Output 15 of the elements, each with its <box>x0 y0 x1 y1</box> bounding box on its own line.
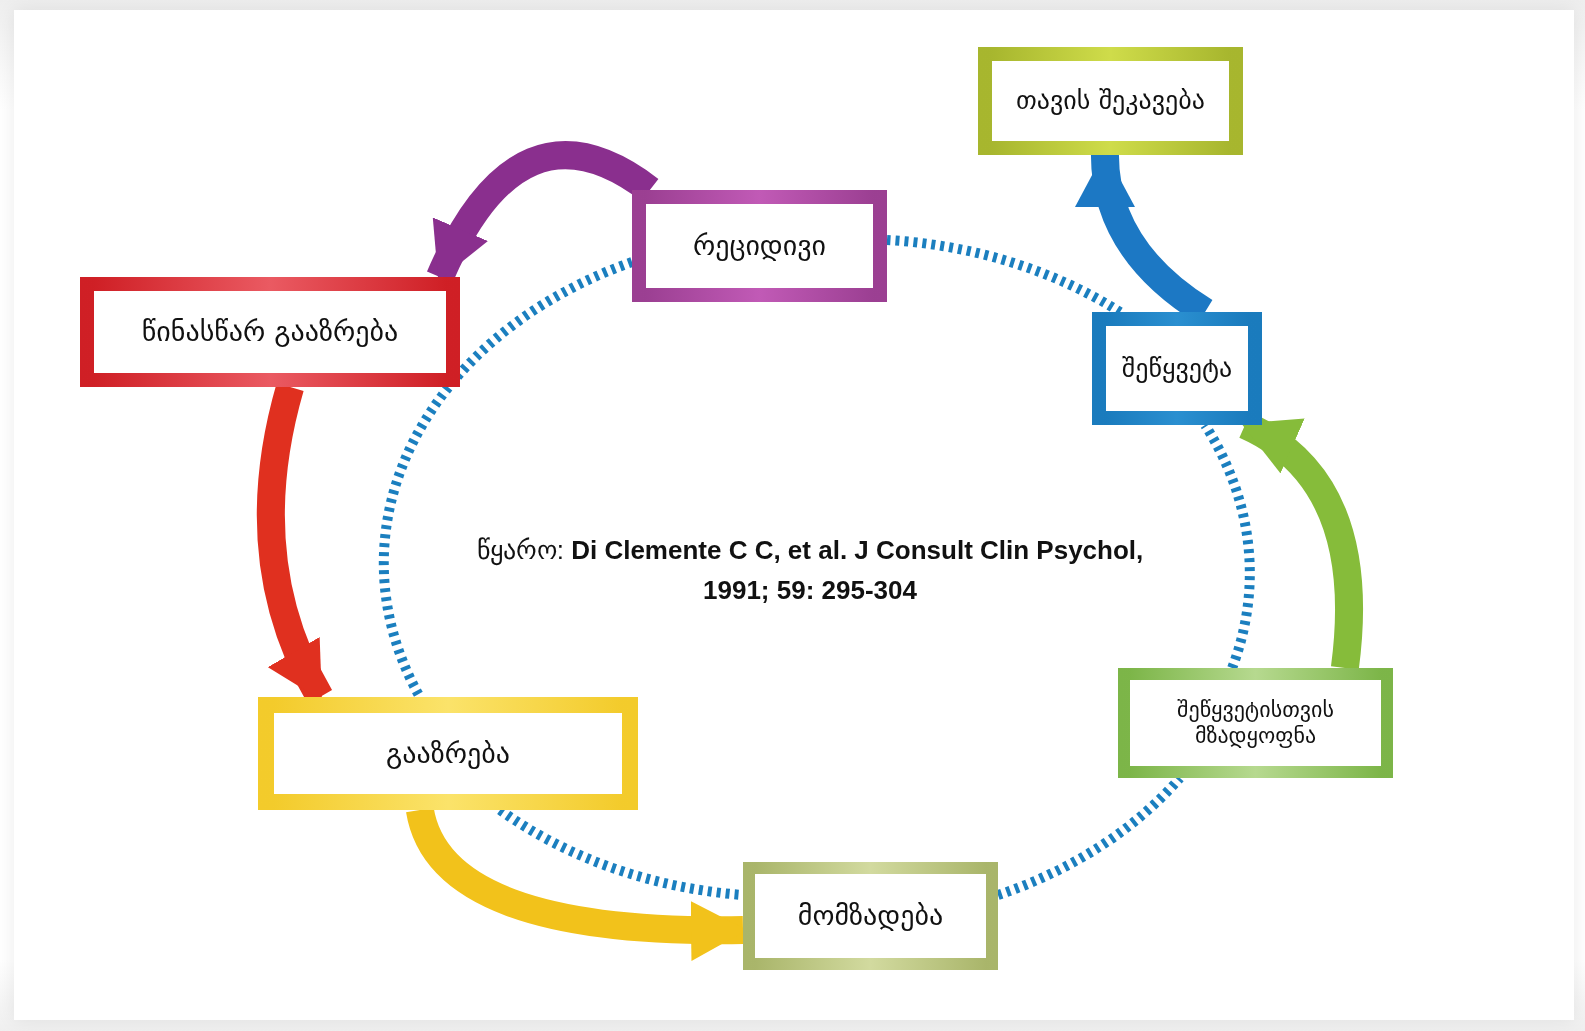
source-note: წყარო: Di Clemente C C, et al. J Consult Clin Psychol, 1991; 59: 295-304 <box>475 534 1145 608</box>
stage-box <box>632 190 887 302</box>
stage-label: შეწყვეტისთვის მზადყოფნა <box>1176 696 1335 750</box>
stage-box <box>743 862 998 970</box>
stage-box <box>80 277 460 387</box>
stage-label: რეციდივი <box>691 229 828 263</box>
stage-box <box>1118 668 1393 778</box>
stage-box <box>258 697 638 810</box>
stage-box <box>1092 312 1262 425</box>
stage-label: მომზადება <box>796 899 945 933</box>
stage-label: წინასწარ გააზრება <box>140 315 400 349</box>
stage-label: თავის შეკავება <box>1015 85 1206 117</box>
stage-label: შეწყვეტა <box>1120 352 1234 385</box>
stage-box <box>978 47 1243 155</box>
stage-label: გააზრება <box>385 736 511 771</box>
